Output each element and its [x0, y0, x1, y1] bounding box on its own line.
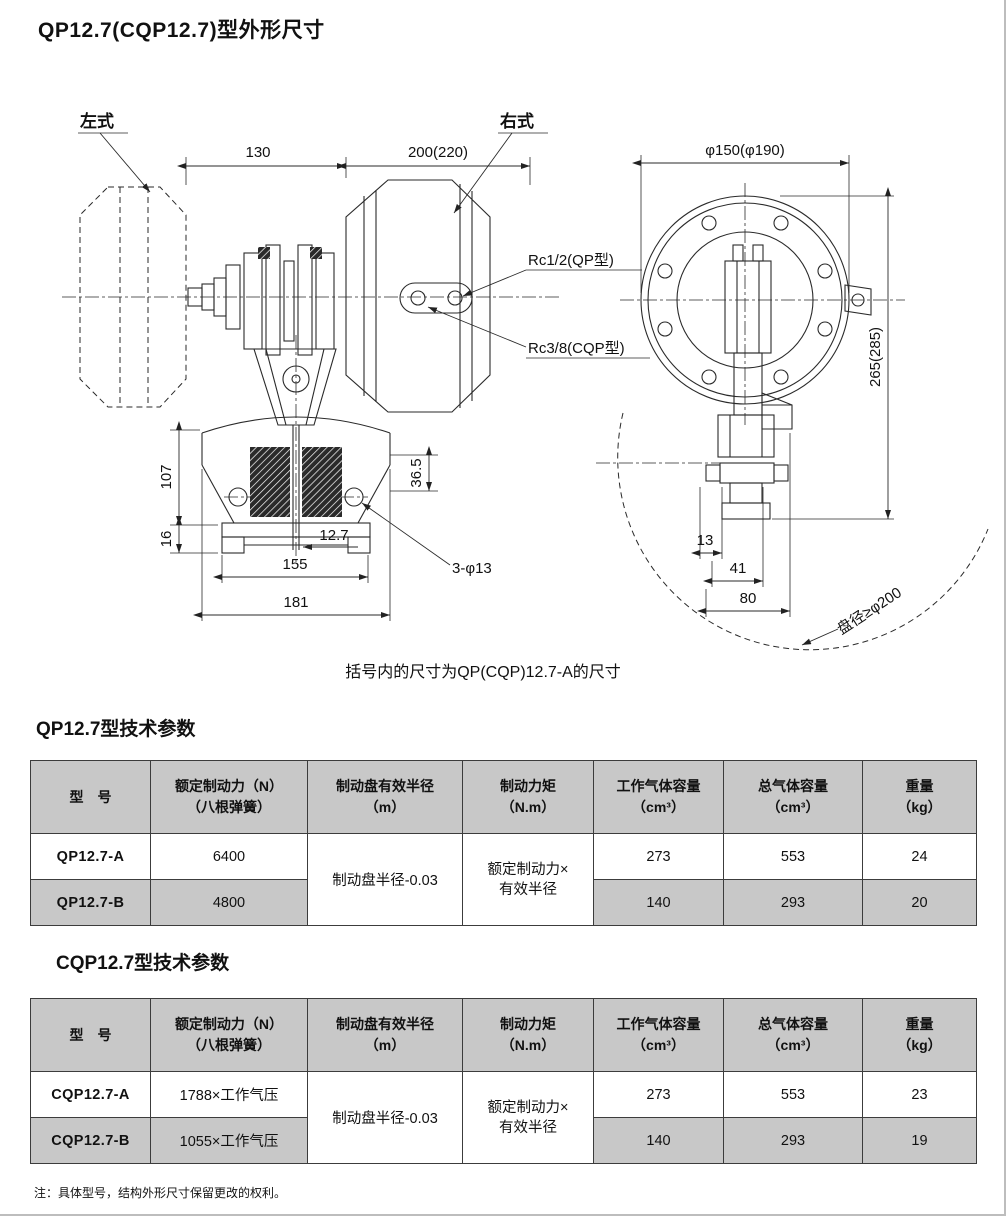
brake-pad-left — [250, 447, 290, 517]
col-header-weight: 重量（kg） — [862, 998, 977, 1072]
dim-13: 13 — [697, 532, 714, 549]
qp-row-a: QP12.7-A 6400 制动盘半径-0.03 额定制动力× 有效半径 273… — [30, 833, 977, 926]
bolt-hole — [657, 321, 673, 337]
cell-force: 1055×工作气压 — [150, 1117, 308, 1164]
cell-model: QP12.7-A — [30, 833, 151, 880]
dim-3-phi13: 3-φ13 — [452, 560, 492, 577]
cell-work-gas: 273 — [593, 1071, 724, 1118]
cell-force: 1788×工作气压 — [150, 1071, 308, 1118]
cqp-header-row: 型 号 额定制动力（N）（八根弹簧） 制动盘有效半径（m） 制动力矩（N.m） … — [30, 998, 977, 1072]
port-label-cqp: Rc3/8(CQP型) — [528, 340, 625, 357]
outline-dimension-drawing: 左式 右式 130 200(220) Rc1/2(QP型) Rc3/8(CQP型… — [62, 111, 989, 681]
cell-weight: 20 — [862, 879, 977, 926]
cell-total-gas: 293 — [723, 879, 863, 926]
side-view-dimensions: 左式 右式 130 200(220) Rc1/2(QP型) Rc3/8(CQP型… — [78, 111, 650, 621]
page-title: QP12.7(CQP12.7)型外形尺寸 — [38, 19, 325, 42]
pivot-hole — [282, 365, 310, 393]
cell-work-gas: 140 — [593, 879, 724, 926]
cell-model: CQP12.7-B — [30, 1117, 151, 1164]
bolt-hole — [773, 369, 789, 385]
cell-total-gas: 293 — [723, 1117, 863, 1164]
cell-weight: 23 — [862, 1071, 977, 1118]
cell-torque-formula: 额定制动力× 有效半径 — [462, 1071, 594, 1164]
col-header-total-gas: 总气体容量（cm³） — [723, 998, 863, 1072]
side-view: 左式 右式 130 200(220) Rc1/2(QP型) Rc3/8(CQP型… — [62, 111, 650, 621]
col-header-work-gas: 工作气体容量（cm³） — [593, 998, 724, 1072]
bolt-hole — [701, 369, 717, 385]
col-header-torque: 制动力矩（N.m） — [462, 998, 594, 1072]
pin-block — [719, 462, 775, 484]
side-tab — [844, 284, 872, 316]
brake-shoe-assembly — [201, 416, 391, 554]
port-hole-qp — [447, 290, 463, 306]
col-header-torque: 制动力矩（N.m） — [462, 760, 594, 834]
right-type-label: 右式 — [500, 111, 534, 131]
caliper-center-assembly — [187, 244, 337, 426]
cell-model: CQP12.7-A — [30, 1071, 151, 1118]
cqp-row-a: CQP12.7-A 1788×工作气压 制动盘半径-0.03 额定制动力× 有效… — [30, 1071, 977, 1164]
qp-parameters-table: 型 号 额定制动力（N）（八根弹簧） 制动盘有效半径（m） 制动力矩（N.m） … — [30, 760, 977, 926]
col-header-radius: 制动盘有效半径（m） — [307, 998, 463, 1072]
spring-block-right — [310, 247, 322, 259]
cell-force: 4800 — [150, 879, 308, 926]
cqp-table-title: CQP12.7型技术参数 — [56, 953, 230, 974]
drawing-caption: 括号内的尺寸为QP(CQP)12.7-A的尺寸 — [345, 663, 621, 681]
bolt-hole — [817, 321, 833, 337]
left-type-label: 左式 — [80, 111, 114, 131]
brake-pad-right — [302, 447, 342, 517]
disc-dashed-arc — [617, 412, 989, 651]
left-mount-dashed-outline — [79, 186, 187, 408]
brake-disc-reference: 盘径≥φ200 — [596, 412, 989, 651]
cell-work-gas: 273 — [593, 833, 724, 880]
col-header-force: 额定制动力（N）（八根弹簧） — [150, 760, 308, 834]
port-hole-cqp — [410, 290, 426, 306]
cqp-row-b: CQP12.7-B 1055×工作气压 140 293 19 — [30, 1117, 977, 1164]
footnote: 注：具体型号，结构外形尺寸保留更改的权利。 — [34, 1186, 287, 1200]
dim-181: 181 — [283, 594, 308, 611]
qp-header-row: 型 号 额定制动力（N）（八根弹簧） 制动盘有效半径（m） 制动力矩（N.m） … — [30, 760, 977, 834]
dim-36-5: 36.5 — [408, 458, 425, 487]
cell-total-gas: 553 — [723, 833, 863, 880]
cell-force: 6400 — [150, 833, 308, 880]
right-mount-outline — [345, 179, 491, 413]
cell-model: QP12.7-B — [30, 879, 151, 926]
cqp-parameters-table: 型 号 额定制动力（N）（八根弹簧） 制动盘有效半径（m） 制动力矩（N.m） … — [30, 998, 977, 1164]
cell-radius-formula: 制动盘半径-0.03 — [307, 1071, 463, 1164]
cell-work-gas: 140 — [593, 1117, 724, 1164]
bolt-hole — [657, 263, 673, 279]
col-header-work-gas: 工作气体容量（cm³） — [593, 760, 724, 834]
flange — [640, 195, 872, 405]
spring-block-left — [258, 247, 270, 259]
cell-weight: 19 — [862, 1117, 977, 1164]
col-header-model: 型 号 — [30, 998, 151, 1072]
col-header-total-gas: 总气体容量（cm³） — [723, 760, 863, 834]
dim-107: 107 — [158, 464, 175, 489]
dim-16: 16 — [158, 531, 175, 548]
col-header-radius: 制动盘有效半径（m） — [307, 760, 463, 834]
cell-torque-formula: 额定制动力× 有效半径 — [462, 833, 594, 926]
front-view-dimensions: φ150(φ190) 265(285) 13 41 80 — [632, 142, 894, 617]
qp-table-title: QP12.7型技术参数 — [36, 719, 196, 740]
front-view: 盘径≥φ200 φ150(φ190) 265(285) 13 — [596, 142, 989, 651]
cell-weight: 24 — [862, 833, 977, 880]
bolt-hole — [773, 215, 789, 231]
dim-200-220: 200(220) — [408, 144, 468, 161]
bolt-hole — [701, 215, 717, 231]
dim-phi150: φ150(φ190) — [705, 142, 785, 159]
col-header-model: 型 号 — [30, 760, 151, 834]
dim-80: 80 — [740, 590, 757, 607]
port-label-qp: Rc1/2(QP型) — [528, 252, 614, 269]
dim-41: 41 — [730, 560, 747, 577]
col-header-weight: 重量（kg） — [862, 760, 977, 834]
cell-radius-formula: 制动盘半径-0.03 — [307, 833, 463, 926]
dim-12-7: 12.7 — [319, 527, 348, 544]
front-body — [705, 244, 793, 520]
qp-row-b: QP12.7-B 4800 140 293 20 — [30, 879, 977, 926]
dim-155: 155 — [282, 556, 307, 573]
dim-130: 130 — [245, 144, 270, 161]
col-header-force: 额定制动力（N）（八根弹簧） — [150, 998, 308, 1072]
cell-total-gas: 553 — [723, 1071, 863, 1118]
dim-265-285: 265(285) — [867, 327, 884, 387]
bolt-hole — [817, 263, 833, 279]
